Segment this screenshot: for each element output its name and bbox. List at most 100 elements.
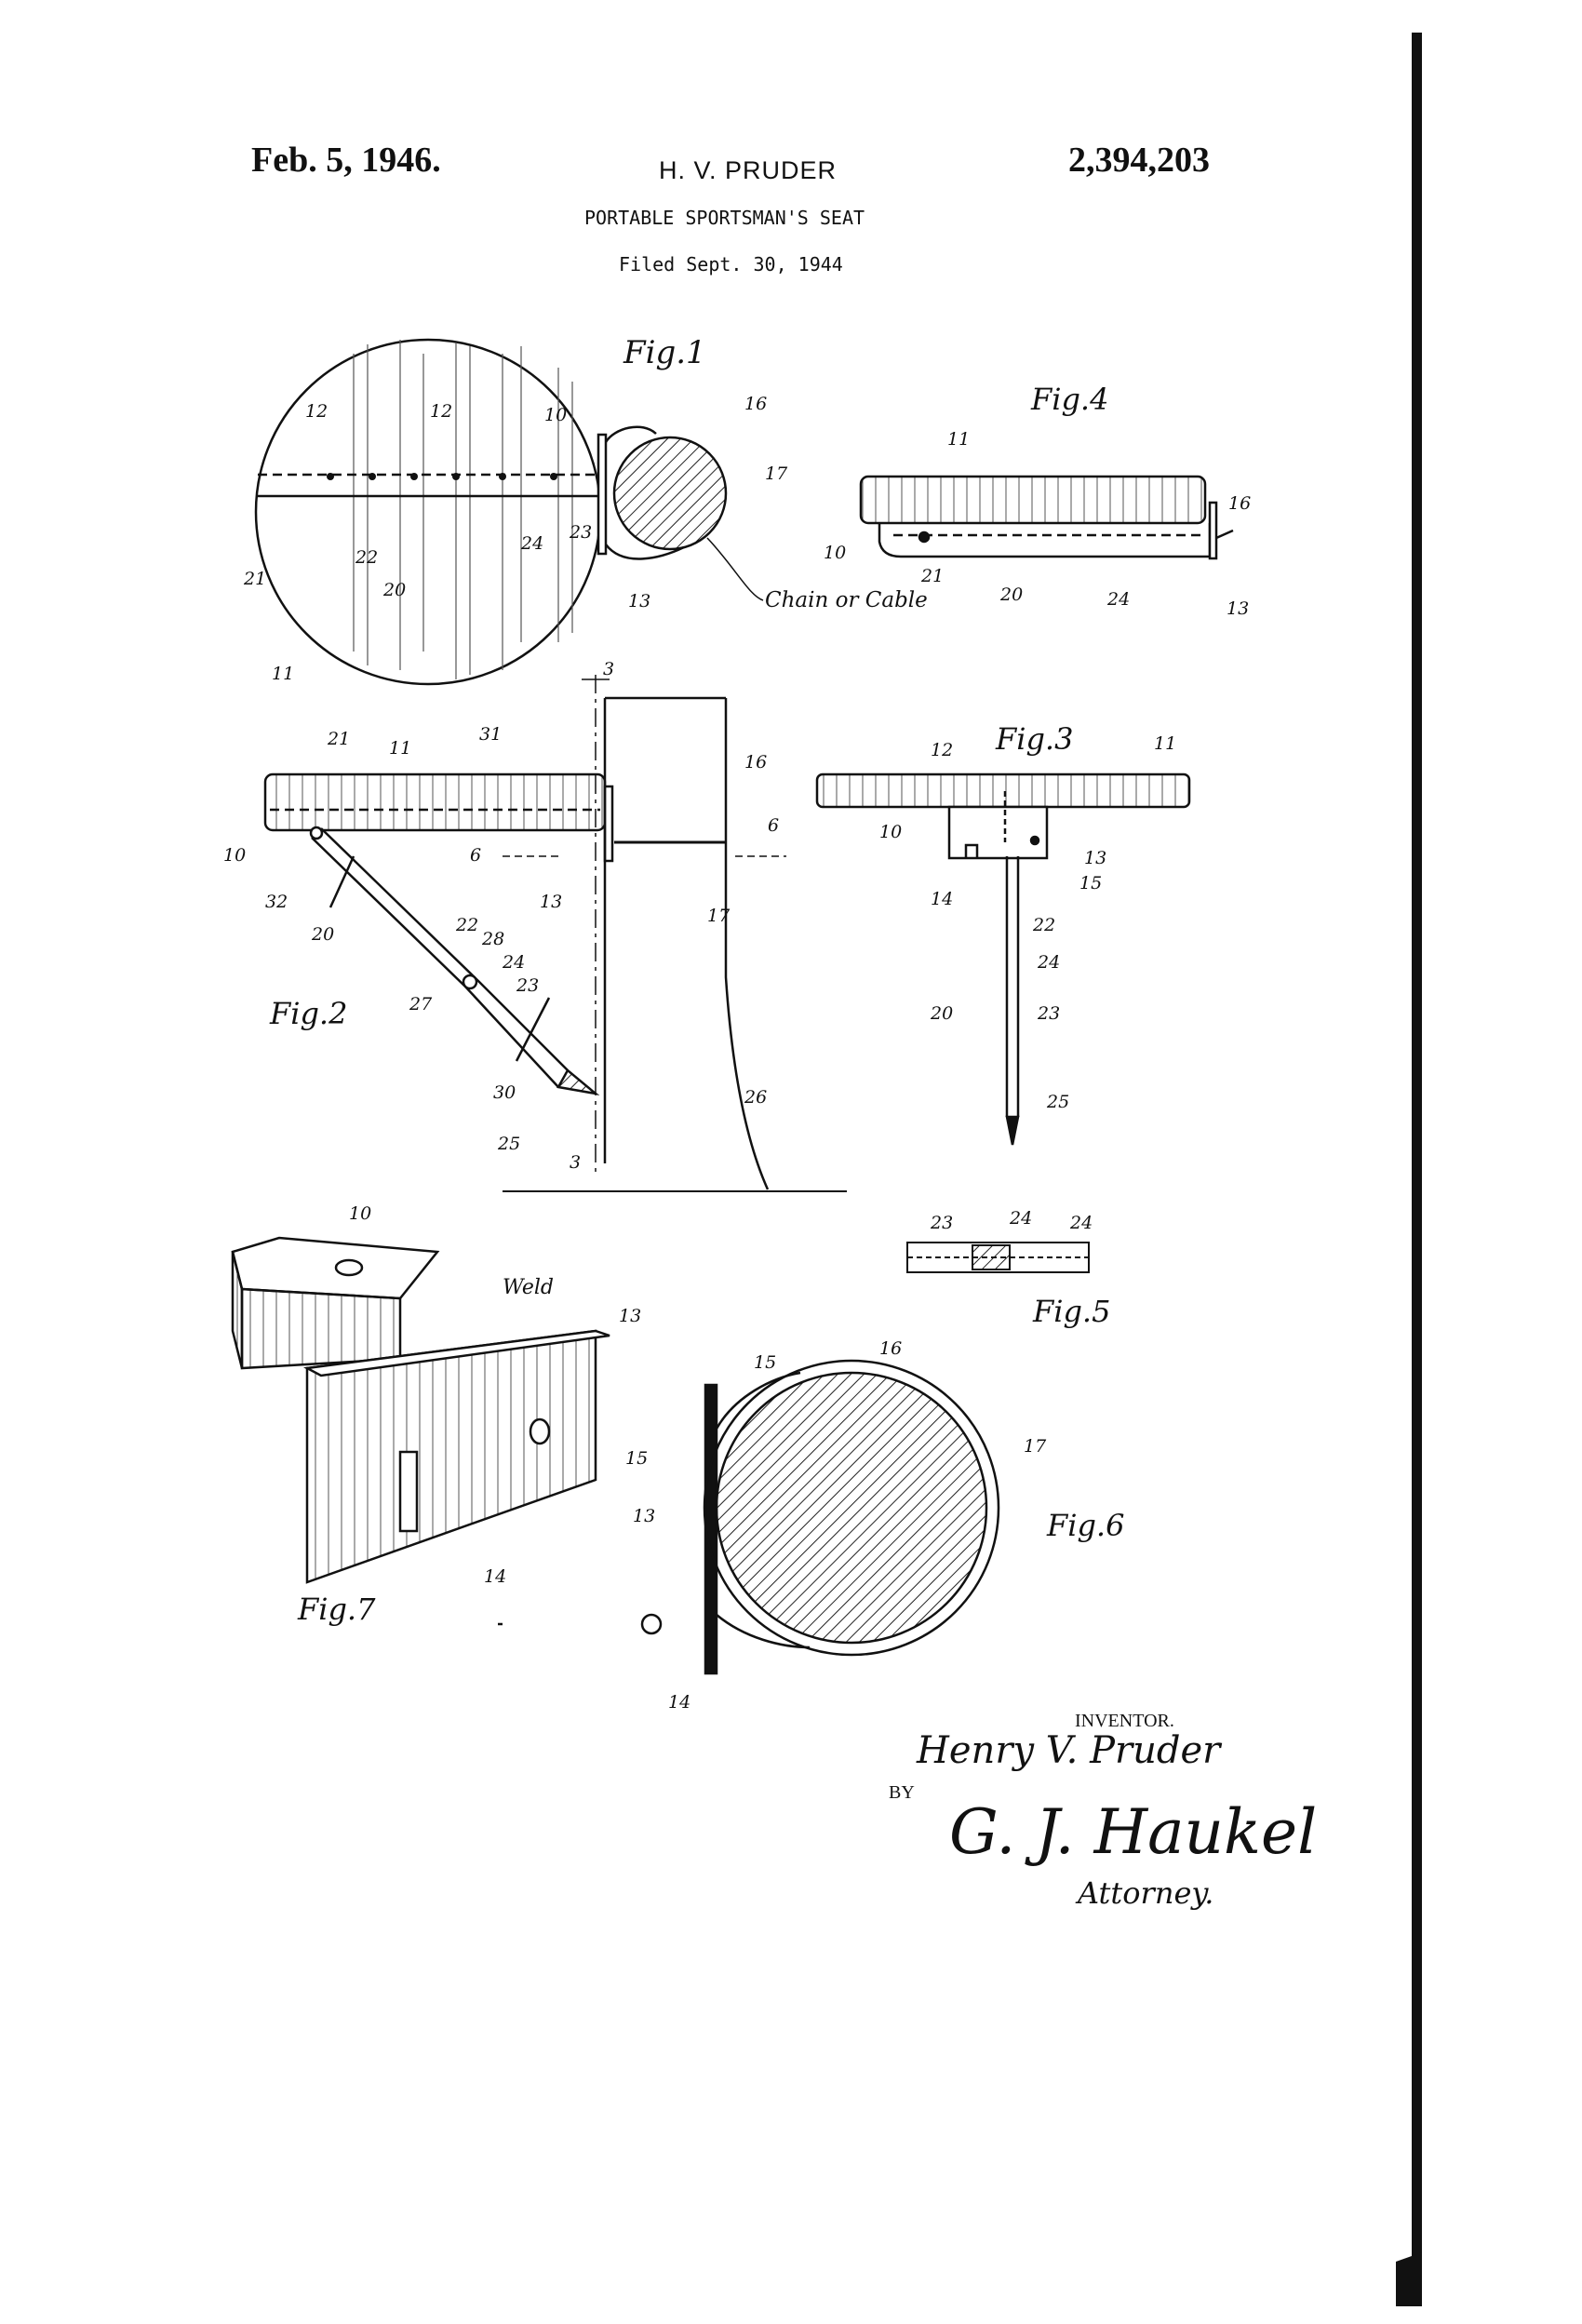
ref-20: 20	[382, 580, 406, 600]
fig3-label: Fig.3	[995, 721, 1073, 757]
fig6-ref-14: 14	[668, 1692, 690, 1713]
fig5-ref-23: 23	[930, 1213, 953, 1233]
fig7-label: Fig.7	[297, 1592, 376, 1627]
by-caption: BY	[889, 1782, 915, 1803]
fig2-ref-30: 30	[493, 1082, 516, 1103]
fig2-ref-22: 22	[455, 915, 478, 935]
sheet-border-foot	[1396, 2252, 1422, 2306]
fig4-ref-16: 16	[1228, 493, 1251, 514]
fig1-label: Fig.1	[623, 334, 706, 371]
fig6-label: Fig.6	[1046, 1508, 1124, 1543]
ref-16: 16	[744, 394, 767, 414]
inventor-signature: Henry V. Pruder	[917, 1729, 1221, 1772]
fig7-ref-13: 13	[619, 1306, 641, 1326]
inventor-name: H. V. PRUDER	[659, 156, 838, 184]
fig3-ref-25: 25	[1046, 1092, 1069, 1112]
fig3-ref-13: 13	[1084, 848, 1106, 868]
patent-title: PORTABLE SPORTSMAN'S SEAT	[584, 207, 865, 229]
fig2-ref-31: 31	[479, 724, 502, 745]
figure-3	[815, 772, 1191, 1146]
fig3-ref-24: 24	[1037, 952, 1060, 973]
leg	[311, 827, 569, 1088]
leg-front	[1005, 856, 1020, 1117]
fig2-ref-3b: 3	[570, 1152, 581, 1173]
cable-lower	[605, 544, 685, 560]
figure-7	[231, 1236, 610, 1584]
fig4-ref-20: 20	[999, 584, 1023, 605]
fig2-ref-26: 26	[744, 1087, 767, 1108]
seat-top-circle	[254, 338, 602, 686]
figure-1	[254, 338, 764, 686]
figure-2	[263, 675, 847, 1626]
ref-22: 22	[355, 547, 378, 568]
bracket-front	[947, 805, 1049, 860]
seat-block-side	[240, 1287, 402, 1370]
figure-6	[640, 1359, 1000, 1675]
arrow-32	[328, 855, 355, 908]
filing-date: Filed Sept. 30, 1944	[619, 253, 843, 275]
fig5-ref-24b: 24	[1069, 1213, 1093, 1233]
fig6-ref-17: 17	[1024, 1436, 1047, 1457]
attorney-caption: Attorney.	[1078, 1875, 1214, 1911]
fig3-ref-23: 23	[1037, 1003, 1060, 1024]
fig4-ref-21: 21	[920, 566, 944, 586]
fig2-ref-28: 28	[481, 929, 504, 949]
fig2-ref-6b: 6	[470, 845, 481, 866]
bracket-plate	[597, 433, 608, 556]
fig6-ref-13: 13	[633, 1506, 655, 1526]
fig2-ref-3a: 3	[603, 659, 614, 679]
hook	[640, 1613, 663, 1635]
fig2-ref-17: 17	[707, 906, 731, 926]
fig3-ref-20: 20	[930, 1003, 953, 1024]
seat-front	[815, 772, 1191, 809]
ref-10: 10	[544, 405, 567, 425]
ref-11: 11	[272, 664, 294, 684]
cable-leader	[706, 537, 764, 601]
fig3-ref-11: 11	[1154, 733, 1176, 754]
fig2-ref-32: 32	[265, 892, 288, 912]
fig2-ref-16: 16	[744, 752, 767, 772]
ref-12b: 12	[430, 401, 452, 422]
fig3-ref-12: 12	[931, 740, 953, 760]
fig4-ref-13: 13	[1227, 598, 1249, 619]
ref-23: 23	[569, 522, 592, 543]
fig6-ref-15: 15	[754, 1352, 776, 1373]
inventor-caption: INVENTOR.	[1075, 1711, 1174, 1731]
fig7-ref-10: 10	[349, 1203, 371, 1224]
fig2-ref-11: 11	[389, 738, 411, 759]
fig2-ref-23: 23	[516, 975, 539, 996]
fig2-ref-25: 25	[497, 1134, 520, 1154]
sheet-border-bar	[1412, 33, 1422, 2304]
weld-label: Weld	[503, 1276, 554, 1299]
fig7-ref-14: 14	[484, 1566, 506, 1587]
fig2-ref-13: 13	[540, 892, 562, 912]
patent-date: Feb. 5, 1946.	[251, 141, 441, 180]
fig2-ref-27: 27	[409, 994, 433, 1014]
fig2-ref-20: 20	[311, 924, 334, 945]
tree-cross-section	[715, 1371, 988, 1645]
cable-loop	[703, 1359, 1000, 1657]
fig2-ref-21: 21	[327, 729, 350, 749]
fig4-ref-24: 24	[1106, 589, 1130, 610]
seat-edge-view	[859, 475, 1207, 525]
chain-cable-label: Chain or Cable	[765, 588, 928, 612]
fig3-ref-14: 14	[931, 889, 953, 909]
fig4-ref-10: 10	[824, 543, 846, 563]
cable-upper	[604, 425, 657, 443]
fig2-ref-6a: 6	[768, 815, 779, 836]
fig5-ref-24a: 24	[1009, 1208, 1032, 1229]
fig3-ref-15: 15	[1079, 873, 1102, 893]
fig3-ref-22: 22	[1032, 915, 1055, 935]
fig4-ref-11: 11	[947, 429, 970, 450]
tree-section-hatched	[612, 436, 728, 551]
fig6-ref-16: 16	[879, 1338, 902, 1359]
figure-4	[859, 475, 1234, 560]
figure-5	[906, 1242, 1090, 1273]
seat-side	[263, 772, 607, 832]
fig2-ref-24: 24	[502, 952, 525, 973]
ref-24: 24	[520, 533, 543, 554]
ref-13: 13	[628, 591, 650, 611]
arrow-30	[515, 997, 551, 1062]
